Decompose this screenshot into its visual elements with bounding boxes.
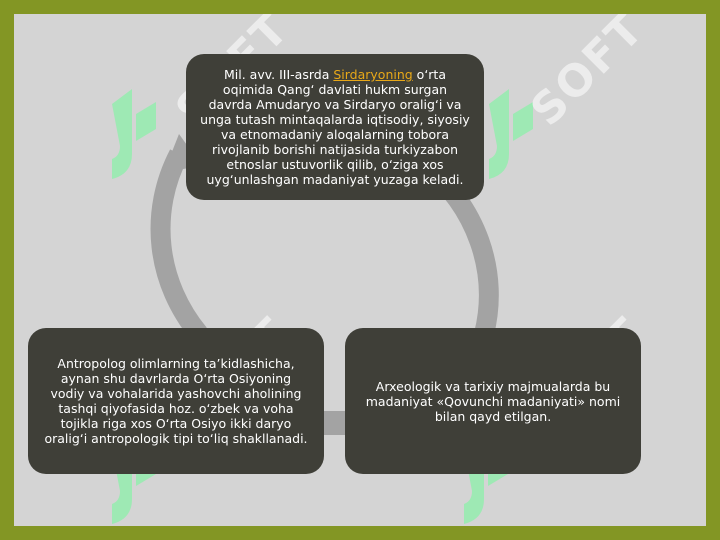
cycle-node-top-text: Mil. avv. III-asrda Sirdaryoning o‘rta o…	[200, 67, 470, 187]
cycle-node-top: Mil. avv. III-asrda Sirdaryoning o‘rta o…	[186, 54, 484, 200]
watermark-logo-icon	[489, 89, 533, 179]
cycle-node-left-text: Antropolog olimlarning ta’kidlashicha, a…	[44, 356, 308, 446]
node-text-suffix: o‘rta oqimida Qang‘ davlati hukm surgan …	[200, 67, 470, 187]
cycle-node-left: Antropolog olimlarning ta’kidlashicha, a…	[28, 328, 324, 474]
sirdaryo-link[interactable]: Sirdaryoning	[333, 67, 413, 82]
slide-canvas: SOFT SOFT SOFT SOFT Mil. avv. III-asrda …	[14, 14, 706, 526]
cycle-node-right: Arxeologik va tarixiy majmualarda bu mad…	[345, 328, 641, 474]
node-text-prefix: Mil. avv. III-asrda	[224, 67, 334, 82]
watermark-logo-icon	[112, 89, 156, 179]
cycle-node-right-text: Arxeologik va tarixiy majmualarda bu mad…	[365, 378, 621, 424]
